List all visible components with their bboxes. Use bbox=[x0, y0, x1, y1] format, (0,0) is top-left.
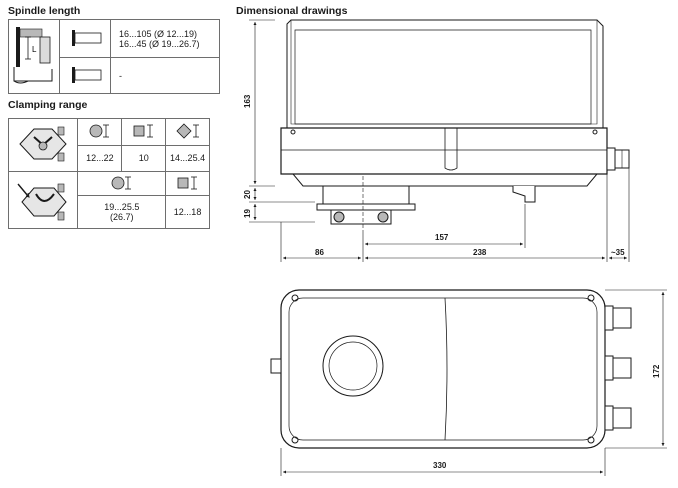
square-spindle-icon-2 bbox=[177, 176, 197, 190]
spindle-long-icon bbox=[72, 66, 102, 83]
side-view-dimensions bbox=[249, 19, 630, 262]
spindle-length-illustration: L bbox=[8, 19, 60, 94]
clamping-range-table: 12...22 10 14...25.4 bbox=[7, 118, 210, 229]
clamp-upper-diamond-value: 14...25.4 bbox=[165, 144, 210, 172]
spindle-length-table: L 16...105 (Ø 12...19) 16...45 (Ø 19...2… bbox=[8, 19, 220, 94]
diamond-spindle-icon bbox=[175, 123, 199, 139]
clamp-lower-square-value: 12...18 bbox=[165, 195, 210, 229]
square-spindle-icon bbox=[133, 124, 153, 138]
spindle-clamp-icon: L bbox=[13, 26, 53, 83]
u-clamp-icon bbox=[19, 126, 67, 162]
svg-text:L: L bbox=[32, 45, 37, 54]
clamp-diamond-icon-cell bbox=[165, 118, 210, 146]
clamp-lower-illustration bbox=[7, 171, 79, 229]
dim-172: 172 bbox=[652, 364, 661, 378]
spindle-no-value: - bbox=[110, 57, 220, 94]
clamp-lower-round-range: 19...25.5 bbox=[104, 202, 140, 213]
spindle-range-2: 16...45 (Ø 19...26.7) bbox=[119, 38, 200, 49]
dim-86: 86 bbox=[315, 248, 324, 257]
spindle-icon-cell-2 bbox=[59, 57, 111, 94]
dim-157: 157 bbox=[435, 233, 449, 242]
spindle-range-1: 16...105 (Ø 12...19) bbox=[119, 28, 198, 39]
clamping-range-heading: Clamping range bbox=[8, 99, 88, 111]
dimensional-drawings-heading: Dimensional drawings bbox=[236, 5, 348, 17]
dim-163: 163 bbox=[243, 94, 252, 108]
dimensional-drawings: 163 20 19 157 86 238 ~35 172 330 bbox=[243, 19, 667, 476]
top-view-dimensions bbox=[280, 289, 667, 476]
clamp-lower-round-alt: (26.7) bbox=[110, 212, 134, 223]
clamp-square-icon-cell bbox=[121, 118, 167, 146]
clamp-lower-square-icon-cell bbox=[165, 170, 210, 197]
clamp-lower-round-value: 19...25.5 (26.7) bbox=[77, 195, 167, 229]
top-view bbox=[270, 289, 632, 449]
dim-238: 238 bbox=[473, 248, 487, 257]
clamp-lower-round-icon-cell bbox=[77, 170, 167, 197]
clamp-round-icon-cell bbox=[77, 118, 123, 146]
spindle-short-icon bbox=[72, 29, 102, 46]
clamp-upper-round-value: 12...22 bbox=[77, 144, 123, 172]
dim-19: 19 bbox=[243, 209, 252, 218]
side-view bbox=[280, 19, 630, 234]
dim-20: 20 bbox=[243, 190, 252, 199]
round-spindle-icon bbox=[89, 124, 109, 138]
v-clamp-icon bbox=[17, 183, 67, 221]
clamp-upper-illustration bbox=[7, 118, 79, 172]
spindle-length-heading: Spindle length bbox=[8, 5, 81, 17]
round-spindle-icon-2 bbox=[111, 176, 131, 190]
dim-330: 330 bbox=[433, 461, 447, 470]
dim-35: ~35 bbox=[611, 248, 625, 257]
clamp-upper-square-value: 10 bbox=[121, 144, 167, 172]
spindle-icon-cell-1 bbox=[59, 19, 111, 58]
